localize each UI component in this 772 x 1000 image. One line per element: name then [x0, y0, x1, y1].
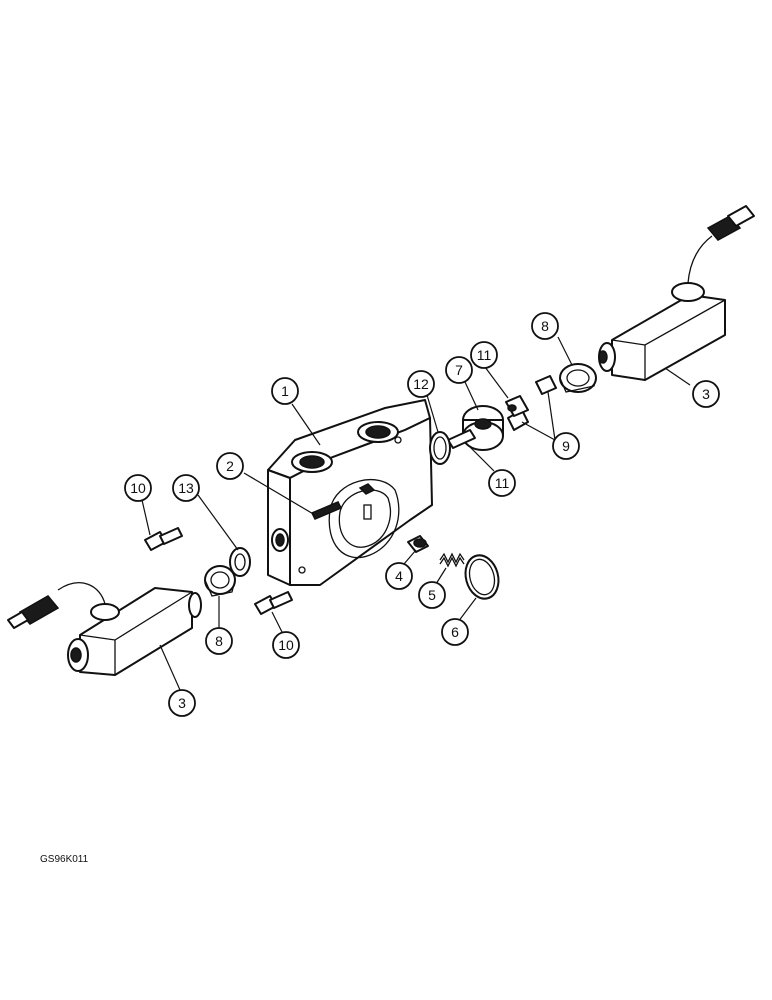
callout-11-top-label: 11 [477, 347, 492, 363]
snap-ring-part [429, 431, 451, 465]
callout-3-left: 3 [168, 689, 196, 717]
callout-8-right: 8 [531, 312, 559, 340]
callout-8-left-label: 8 [215, 633, 223, 649]
callout-10-top: 10 [124, 474, 152, 502]
o-ring-part [464, 554, 500, 600]
washer-part [229, 547, 251, 577]
callout-3-left-label: 3 [178, 695, 186, 711]
valve-body [267, 399, 433, 586]
callout-10-top-label: 10 [130, 480, 146, 496]
pin-part [310, 501, 343, 520]
solenoid-right [598, 205, 755, 381]
callout-12-label: 12 [413, 376, 429, 392]
callout-6: 6 [441, 618, 469, 646]
bushing-left [204, 565, 236, 597]
callout-11-bottom-label: 11 [495, 475, 510, 491]
sleeve-bottom [447, 429, 476, 449]
sleeve-top [505, 395, 529, 417]
callout-3-right: 3 [692, 380, 720, 408]
callout-4-label: 4 [395, 568, 403, 584]
callout-7-label: 7 [455, 362, 463, 378]
callout-10-bottom: 10 [272, 631, 300, 659]
callout-11-top: 11 [470, 341, 498, 369]
callout-13-label: 13 [178, 480, 194, 496]
figure-code: GS96K011 [40, 854, 89, 865]
callout-8-left: 8 [205, 627, 233, 655]
callout-13: 13 [172, 474, 200, 502]
callout-11-bottom: 11 [488, 469, 516, 497]
bolt-bottom [254, 591, 293, 615]
callout-5-label: 5 [428, 587, 436, 603]
callout-12: 12 [407, 370, 435, 398]
callout-1-label: 1 [281, 383, 289, 399]
bolt-top [144, 527, 183, 551]
callout-7: 7 [445, 356, 473, 384]
callout-9-label: 9 [562, 438, 570, 454]
callout-3-right-label: 3 [702, 386, 710, 402]
spool-part [462, 405, 504, 451]
callout-4: 4 [385, 562, 413, 590]
plug-part [407, 535, 429, 553]
callout-8-right-label: 8 [541, 318, 549, 334]
leader-lines [141, 336, 691, 691]
callout-2: 2 [216, 452, 244, 480]
callout-6-label: 6 [451, 624, 459, 640]
callout-5: 5 [418, 581, 446, 609]
solenoid-left [7, 582, 202, 676]
callout-9: 9 [552, 432, 580, 460]
spring-part [439, 552, 465, 568]
callout-10-bottom-label: 10 [278, 637, 294, 653]
callout-2-label: 2 [226, 458, 234, 474]
callout-1: 1 [271, 377, 299, 405]
bushing-right [559, 363, 597, 393]
